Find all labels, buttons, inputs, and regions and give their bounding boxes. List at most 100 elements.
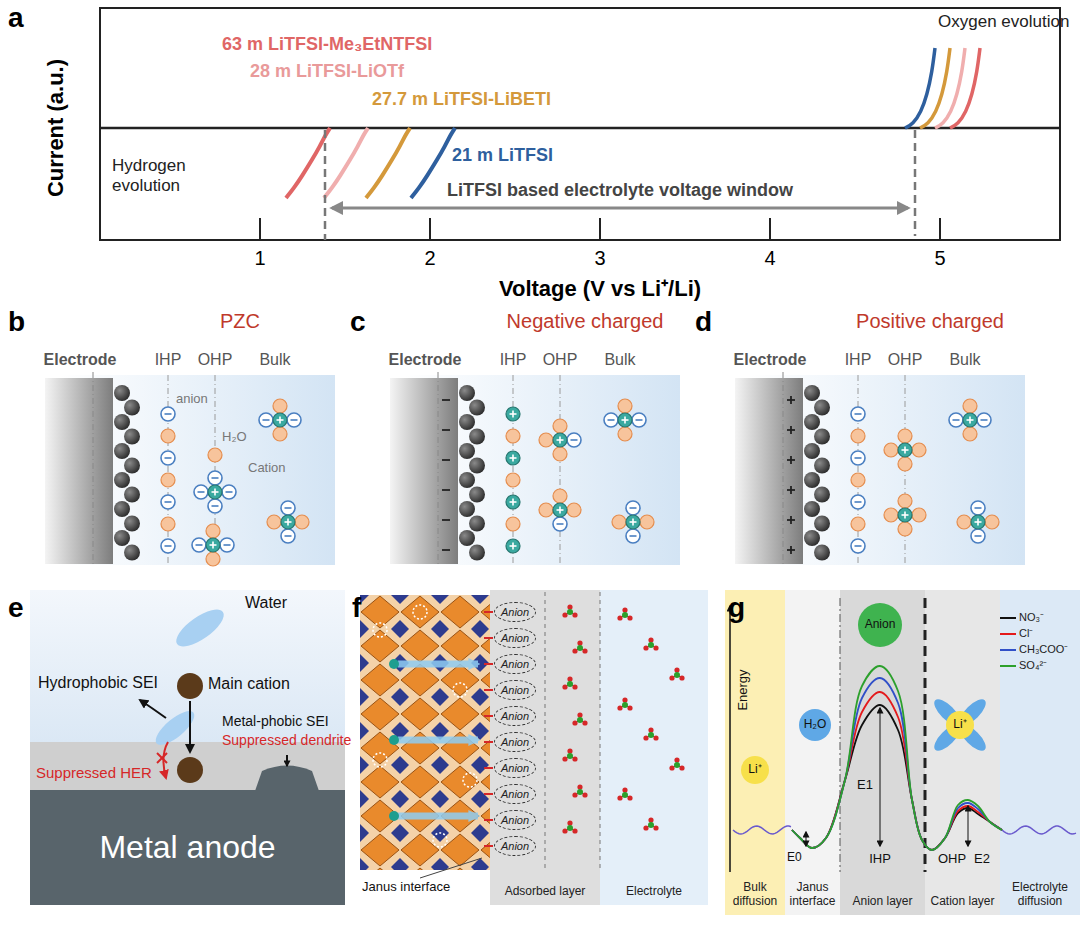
- annotation-label: Cation: [248, 461, 286, 476]
- electrode-atom: [114, 385, 130, 401]
- node-text: Adsorbed layer: [505, 885, 586, 899]
- annotation-label: Voltage (V vs Li⁺/Li): [499, 276, 701, 301]
- oxygen-atom: [562, 612, 567, 617]
- water-molecule: [898, 429, 912, 443]
- anion-ion: [287, 413, 301, 427]
- water-molecule: [618, 399, 632, 413]
- minus-sign: [975, 507, 982, 509]
- minus-sign: [212, 477, 219, 479]
- annotation-label: 21 m LiTFSI: [452, 145, 553, 166]
- annotation-label: 3: [594, 247, 605, 270]
- anion-ellipse: Anion: [494, 784, 536, 804]
- oxygen-atom: [643, 825, 648, 830]
- ihp-plane: [858, 375, 859, 565]
- oxygen-atom: [643, 645, 648, 650]
- electrolyte-ground: [600, 590, 708, 905]
- oxygen-atom: [572, 684, 577, 689]
- charge-sign: [442, 549, 450, 551]
- water-molecule: [912, 508, 926, 522]
- node-text: Anion: [501, 814, 529, 827]
- minus-sign: [165, 413, 172, 415]
- cation-ion: [618, 413, 632, 427]
- charge-sign: [442, 519, 450, 521]
- minus-sign: [165, 457, 172, 459]
- minus-sign: [608, 419, 615, 421]
- oxygen-atom: [622, 787, 627, 792]
- center-atom: [648, 822, 654, 828]
- oxygen-atom: [653, 735, 658, 740]
- panel-letter: f: [352, 592, 361, 624]
- ohp-plane: [560, 375, 561, 565]
- ihp-plane: [168, 375, 169, 565]
- energy-curve: [792, 705, 1002, 850]
- double-layer-panel: [45, 372, 335, 566]
- oxygen-atom: [577, 784, 582, 789]
- anion-ion: [208, 499, 222, 513]
- water-molecule: [567, 503, 581, 517]
- water-molecule: [640, 515, 654, 529]
- panel-letter: b: [8, 306, 25, 338]
- annotation-label: Janus interface: [362, 880, 450, 895]
- cation-ion: [506, 407, 520, 421]
- panel-g: [725, 590, 1080, 915]
- annotation-label: Water: [245, 594, 287, 612]
- cation-ion: [971, 515, 985, 529]
- axis-tick: [599, 218, 601, 240]
- panel-e: [30, 590, 345, 791]
- interface-bond: [484, 819, 493, 821]
- oxygen-atom: [577, 712, 582, 717]
- electrode-atom: [804, 443, 820, 459]
- anion-ion: [851, 495, 865, 509]
- panel-letter: c: [350, 306, 366, 338]
- oxygen-atom: [617, 615, 622, 620]
- plus-sign: [512, 455, 514, 462]
- anion-ion: [194, 485, 208, 499]
- center-atom: [567, 753, 573, 759]
- oxygen-atom: [648, 637, 653, 642]
- her-curve: [366, 128, 410, 198]
- charge-sign: [790, 546, 792, 554]
- vacancy-site: [413, 605, 427, 619]
- charge-sign: [790, 426, 792, 434]
- dendrite-arrow: [286, 755, 288, 766]
- anion-ion: [632, 413, 646, 427]
- minus-sign: [571, 439, 578, 441]
- leader-line: [420, 858, 482, 878]
- water-molecule: [898, 522, 912, 536]
- water-molecule: [963, 399, 977, 413]
- water-molecule: [612, 515, 626, 529]
- electrode-atom: [114, 530, 130, 546]
- center-atom: [648, 732, 654, 738]
- cation-ion: [898, 508, 912, 522]
- electrode-atom: [459, 501, 475, 517]
- minus-sign: [855, 545, 862, 547]
- annotation-label: Electrode: [734, 351, 807, 369]
- charge-sign: [442, 429, 450, 431]
- band-ground: [925, 590, 1000, 915]
- anion-ellipse: Anion: [494, 732, 536, 752]
- legend-text: Cl⁻: [1019, 627, 1033, 639]
- anion-ion: [281, 501, 295, 515]
- panel-letter: d: [695, 306, 712, 338]
- charge-sign: [442, 459, 450, 461]
- water-molecule: [553, 447, 567, 461]
- electrode-atom: [124, 400, 140, 416]
- anion-ion: [604, 413, 618, 427]
- annotation-label: OHP: [938, 852, 966, 867]
- legend-text: SO₄²⁻: [1019, 659, 1047, 671]
- anion-ion: [626, 529, 640, 543]
- electrode-atom: [459, 414, 475, 430]
- minus-sign: [198, 491, 205, 493]
- window-arrow: [332, 207, 908, 210]
- cation-ion: [553, 433, 567, 447]
- electrode-atom: [814, 516, 830, 532]
- plus-sign: [969, 417, 971, 424]
- electrode-atom: [114, 472, 130, 488]
- electrode-atom: [814, 429, 830, 445]
- axis-tick: [939, 218, 941, 240]
- her-curve: [324, 128, 368, 198]
- node-text: Anion: [501, 840, 529, 853]
- interface-bond: [484, 741, 493, 743]
- oxygen-atom: [622, 697, 627, 702]
- node-text: Electrolyte: [626, 885, 682, 899]
